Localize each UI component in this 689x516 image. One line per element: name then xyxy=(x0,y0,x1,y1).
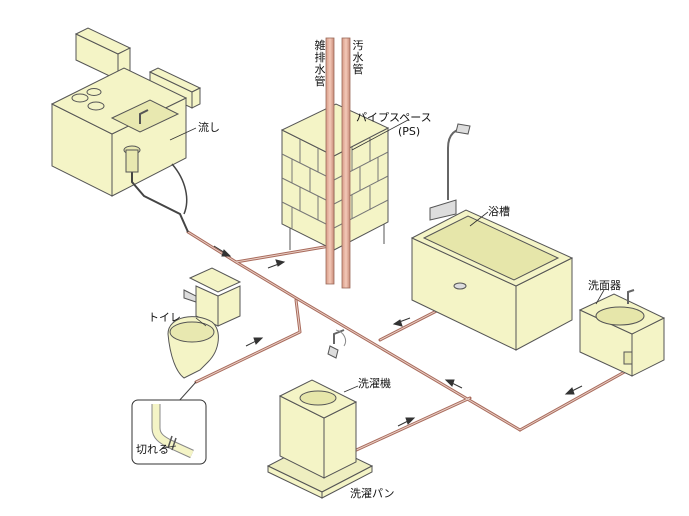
washing-machine xyxy=(266,329,374,499)
label-toilet: トイレ xyxy=(148,311,181,324)
label-pipe-space: パイプスペース xyxy=(356,111,432,124)
label-pipe-space-abbr: (PS) xyxy=(398,125,421,138)
flow-arrows xyxy=(213,245,583,427)
flow-arrow xyxy=(245,337,264,347)
ps-block-top xyxy=(280,103,390,157)
label-washing-pan: 洗濯パン xyxy=(350,487,395,500)
tub-basin xyxy=(422,215,560,281)
toilet-tank-top xyxy=(188,267,242,293)
sink-faucet xyxy=(139,109,149,124)
label-washing-machine: 洗濯機 xyxy=(358,377,391,390)
sink-basin xyxy=(110,99,180,133)
shower-hose xyxy=(447,128,465,200)
leader-lines xyxy=(161,119,605,449)
toilet-seat xyxy=(169,321,215,343)
flow-arrow xyxy=(267,259,286,269)
shower-head xyxy=(455,123,471,135)
label-washbasin: 洗面器 xyxy=(588,279,621,292)
label-bathtub: 浴槽 xyxy=(488,205,510,218)
basin-faucet xyxy=(627,289,635,304)
sewage-riser xyxy=(341,37,351,289)
label-sewage-pipe: 汚水管 xyxy=(352,39,364,76)
bath-faucet xyxy=(429,199,457,221)
misc-drain-riser xyxy=(325,37,335,285)
flow-arrow xyxy=(392,317,411,327)
sink-countertop xyxy=(50,67,188,135)
risers xyxy=(325,37,351,289)
pipe-space xyxy=(280,103,390,251)
flow-arrow xyxy=(444,379,463,389)
machine-lid xyxy=(299,390,337,406)
bathtub xyxy=(410,123,574,351)
toilet-valve xyxy=(183,289,197,303)
label-cut: 切れる xyxy=(136,443,169,456)
tub-drain xyxy=(453,282,467,290)
pipe-washbasin-branch xyxy=(518,360,630,432)
flow-arrow xyxy=(397,417,416,427)
machine-faucet xyxy=(333,329,345,344)
kitchen-sink xyxy=(50,27,202,233)
label-sink: 流し xyxy=(198,121,220,134)
label-misc-drain-pipe: 雑排水管 xyxy=(314,39,326,88)
cut-detail-inset xyxy=(131,381,207,465)
washbasin xyxy=(578,289,666,377)
toilet-tank-side xyxy=(217,285,241,327)
flow-arrow xyxy=(213,245,232,257)
flow-arrow xyxy=(564,385,583,395)
basin-bowl xyxy=(595,306,645,326)
toilet xyxy=(167,267,242,379)
